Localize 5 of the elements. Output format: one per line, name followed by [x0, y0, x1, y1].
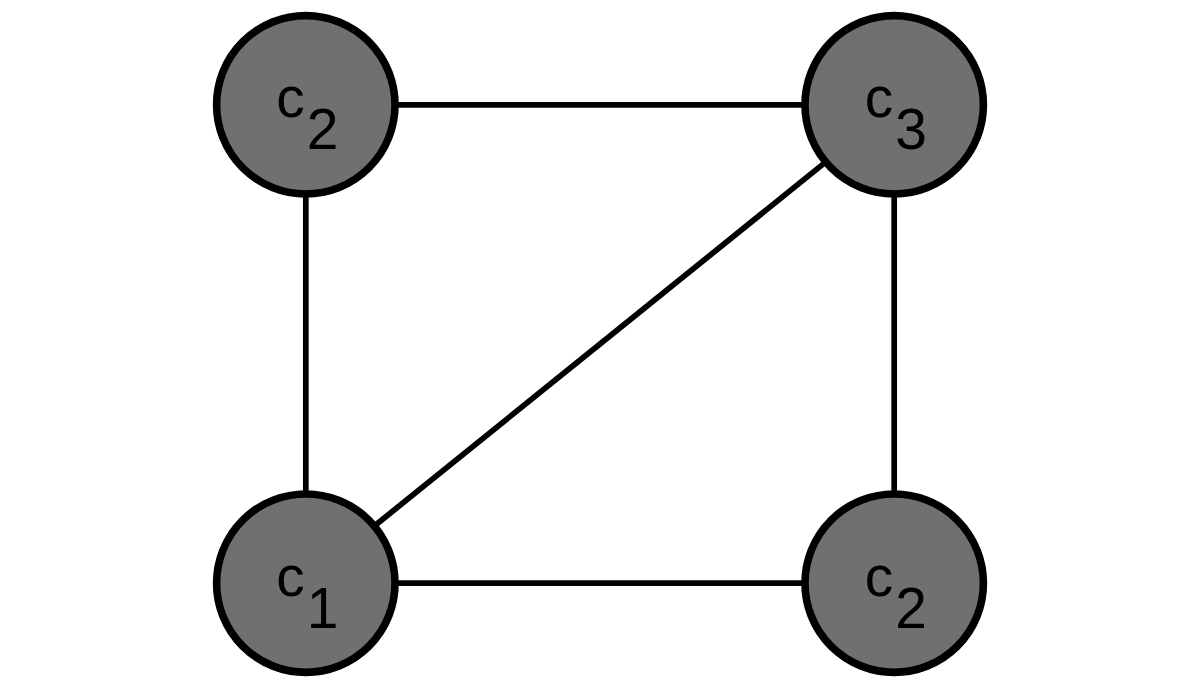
connector: [395, 102, 805, 108]
connector: [302, 194, 309, 494]
connector: [891, 194, 898, 494]
connector: [395, 580, 805, 586]
connector: [373, 159, 828, 528]
